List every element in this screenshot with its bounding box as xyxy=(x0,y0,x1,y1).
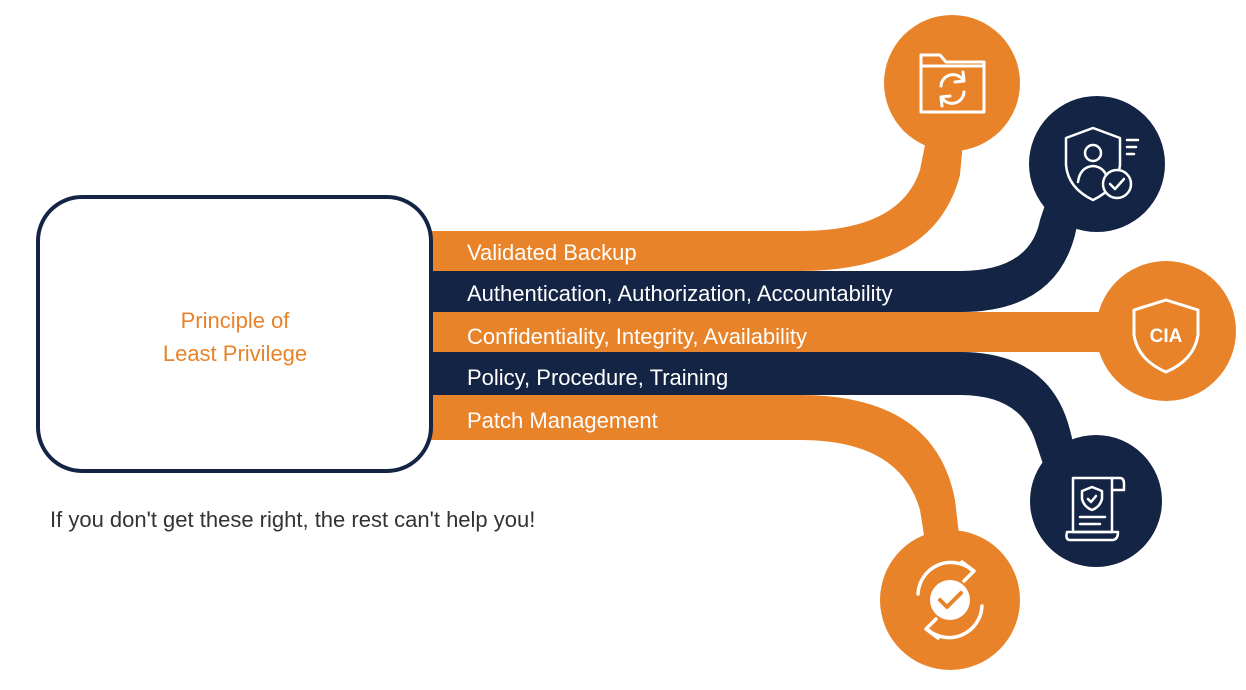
refresh-check-icon xyxy=(916,560,984,640)
band-label-policy: Policy, Procedure, Training xyxy=(467,365,728,390)
policy-document-icon xyxy=(1065,476,1126,542)
principle-box xyxy=(36,195,433,473)
circle-aaa xyxy=(1029,96,1165,232)
circle-policy xyxy=(1030,435,1162,567)
band-label-aaa: Authentication, Authorization, Accountab… xyxy=(467,281,893,306)
footer-caption: If you don't get these right, the rest c… xyxy=(50,507,536,532)
cia-shield-icon: CIA xyxy=(1132,298,1200,374)
cia-badge-text: CIA xyxy=(1150,326,1183,347)
band-aaa-connector xyxy=(430,190,1085,312)
circle-patch xyxy=(880,530,1020,670)
user-shield-check-icon xyxy=(1064,126,1140,202)
folder-sync-icon xyxy=(919,53,986,114)
circle-cia: CIA xyxy=(1096,261,1236,401)
band-label-cia: Confidentiality, Integrity, Availability xyxy=(467,324,807,349)
band-patch-connector xyxy=(430,395,962,560)
band-cia-connector xyxy=(430,312,1130,352)
band-policy-connector xyxy=(430,352,1080,470)
band-validated-backup-connector xyxy=(430,120,965,271)
band-label-validated-backup: Validated Backup xyxy=(467,240,637,265)
band-label-patch: Patch Management xyxy=(467,408,658,433)
circle-validated-backup xyxy=(884,15,1020,151)
principle-title-line2: Least Privilege xyxy=(163,341,307,366)
principle-title-line1: Principle of xyxy=(181,308,291,333)
